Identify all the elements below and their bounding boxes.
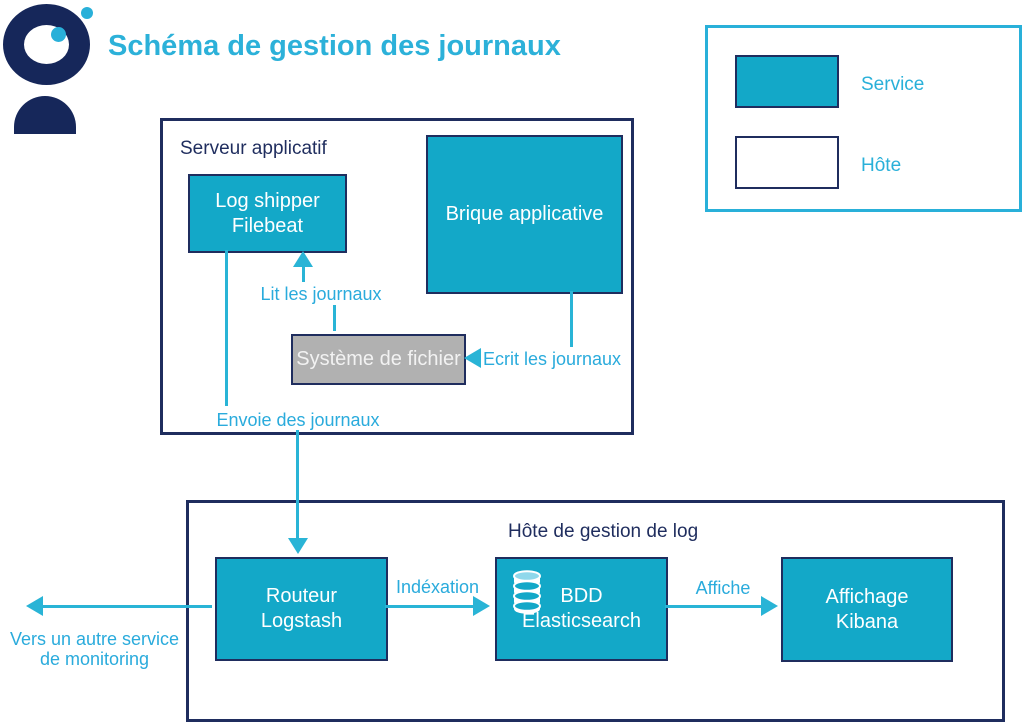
host-box-serveur-applicatif: Serveur applicatif Log shipper Filebeat …: [160, 118, 634, 435]
edge-label-line: de monitoring: [39, 649, 150, 669]
connector-line: [385, 605, 475, 608]
arrowhead-right-icon: [761, 596, 778, 616]
node-label-line: Log shipper: [215, 189, 320, 212]
connector-line: [570, 291, 573, 347]
edge-label-vers-autre-service-monitoring: Vers un autre service de monitoring: [7, 627, 182, 669]
host-label: Serveur applicatif: [180, 138, 327, 159]
legend-label-hote: Hôte: [861, 155, 902, 176]
connector-line: [333, 305, 336, 331]
node-label-line: Affichage: [825, 585, 909, 608]
connector-line: [302, 266, 305, 282]
connector-line: [225, 250, 228, 406]
logo-ring-icon: [3, 4, 90, 85]
node-brique-applicative: Brique applicative: [426, 135, 623, 294]
arrowhead-left-icon: [26, 596, 43, 616]
edge-label-envoie-des-journaux: Envoie des journaux: [216, 410, 380, 430]
arrowhead-up-icon: [293, 251, 313, 267]
connector-line: [43, 605, 212, 608]
node-label-line: Elasticsearch: [522, 610, 641, 632]
legend: Service Hôte: [705, 25, 1022, 212]
logo-dot-icon: [81, 7, 93, 19]
edge-label-indexation: Indéxation: [395, 577, 480, 597]
legend-swatch-service: [735, 55, 839, 108]
node-bdd-elasticsearch: BDD Elasticsearch: [495, 557, 668, 661]
host-box-hote-de-gestion-de-log: Hôte de gestion de log Routeur Logstash …: [186, 500, 1005, 722]
node-affichage-kibana: Affichage Kibana: [781, 557, 953, 662]
legend-swatch-hote: [735, 136, 839, 189]
page-title: Schéma de gestion des journaux: [108, 30, 561, 62]
node-routeur-logstash: Routeur Logstash: [215, 557, 388, 661]
node-label-line: Kibana: [835, 610, 899, 633]
node-systeme-de-fichier: Système de fichier: [291, 334, 466, 385]
arrowhead-left-icon: [464, 348, 481, 368]
node-log-shipper-filebeat: Log shipper Filebeat: [188, 174, 347, 253]
edge-label-affiche: Affiche: [695, 578, 751, 598]
database-icon: [513, 570, 541, 614]
edge-label-line: Vers un autre service: [9, 629, 180, 649]
connector-line: [665, 605, 763, 608]
node-label-line: Logstash: [260, 610, 343, 632]
host-label: Hôte de gestion de log: [508, 521, 699, 542]
arrowhead-down-icon: [288, 538, 308, 554]
logo-body-icon: [14, 96, 76, 134]
logo-dot-icon: [51, 27, 66, 42]
edge-label-lit-les-journaux: Lit les journaux: [260, 284, 382, 304]
node-label-line: BDD: [560, 585, 603, 607]
edge-label-ecrit-les-journaux: Ecrit les journaux: [483, 349, 622, 369]
arrowhead-right-icon: [473, 596, 490, 616]
node-label-line: Système de fichier: [296, 348, 461, 370]
node-label-line: Filebeat: [231, 214, 304, 237]
node-label-line: Brique applicative: [445, 203, 604, 225]
legend-label-service: Service: [861, 74, 925, 95]
node-label-line: Routeur: [265, 585, 338, 607]
connector-line: [296, 430, 299, 540]
